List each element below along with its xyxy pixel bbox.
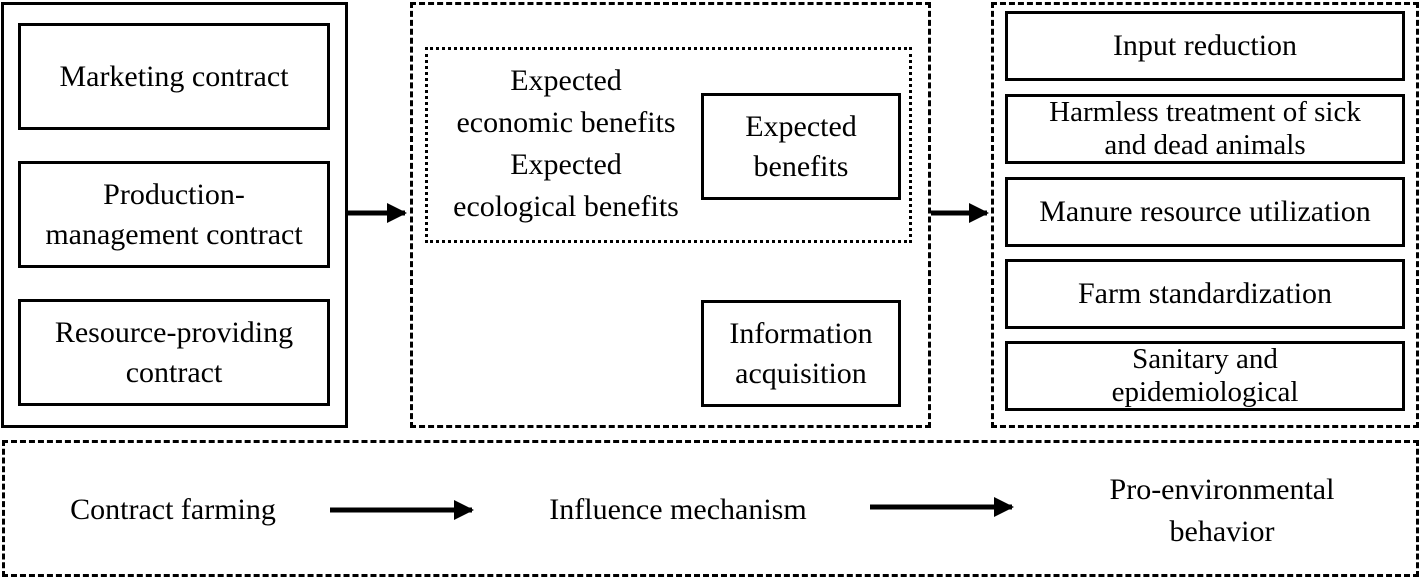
expected-economic-benefits-label: Expected economic benefits bbox=[456, 64, 676, 139]
information-acquisition-box: Information acquisition bbox=[701, 300, 901, 407]
resource-providing-contract-label: Resource-providing contract bbox=[54, 315, 294, 389]
resource-providing-contract-box: Resource-providing contract bbox=[18, 299, 330, 406]
manure-resource-utilization-box: Manure resource utilization bbox=[1005, 177, 1405, 247]
information-acquisition-label: Information acquisition bbox=[729, 316, 873, 390]
input-reduction-box: Input reduction bbox=[1005, 11, 1405, 81]
expected-benefits-label: Expected benefits bbox=[745, 109, 857, 183]
legend-pro-environmental-behavior-label: Pro-environmental behavior bbox=[1109, 473, 1335, 548]
marketing-contract-box: Marketing contract bbox=[18, 23, 330, 130]
farm-standardization-label: Farm standardization bbox=[1077, 277, 1333, 310]
expected-ecological-benefits-label: Expected ecological benefits bbox=[453, 148, 679, 223]
farm-standardization-box: Farm standardization bbox=[1005, 259, 1405, 329]
marketing-contract-label: Marketing contract bbox=[59, 59, 289, 93]
input-reduction-label: Input reduction bbox=[1112, 29, 1298, 62]
sanitary-epidemiological-box: Sanitary and epidemiological bbox=[1005, 341, 1405, 411]
production-management-contract-box: Production- management contract bbox=[18, 161, 330, 268]
legend-contract-farming-label: Contract farming bbox=[70, 493, 276, 526]
harmless-treatment-box: Harmless treatment of sick and dead anim… bbox=[1005, 94, 1405, 164]
manure-resource-utilization-label: Manure resource utilization bbox=[1039, 195, 1371, 228]
production-management-contract-label: Production- management contract bbox=[45, 177, 303, 251]
harmless-treatment-label: Harmless treatment of sick and dead anim… bbox=[1049, 96, 1361, 161]
legend-panel bbox=[2, 440, 1419, 577]
sanitary-epidemiological-label: Sanitary and epidemiological bbox=[1111, 343, 1299, 408]
legend-influence-mechanism-label: Influence mechanism bbox=[549, 493, 807, 526]
expected-benefits-box: Expected benefits bbox=[701, 93, 901, 200]
